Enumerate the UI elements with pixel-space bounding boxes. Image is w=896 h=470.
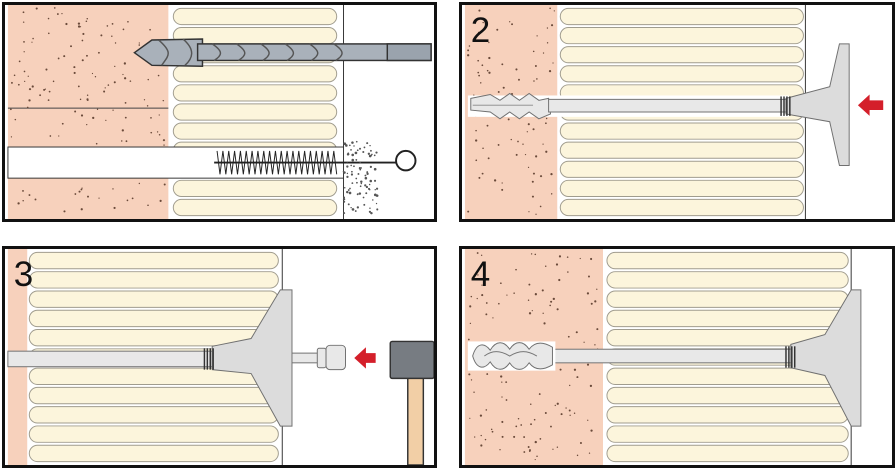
dust-particles bbox=[342, 140, 379, 215]
insulation-anchor-icon bbox=[7, 289, 293, 427]
push-arrow-icon bbox=[857, 94, 884, 116]
push-arrow-icon bbox=[354, 347, 376, 369]
hammer-icon bbox=[389, 340, 434, 465]
panel-step-1 bbox=[2, 2, 437, 222]
panel-step-4: 4 bbox=[459, 246, 895, 468]
insulation-anchor-icon bbox=[551, 289, 862, 427]
panel-step-2: 2 bbox=[459, 2, 895, 222]
masonry-wall bbox=[7, 5, 169, 219]
panel-2-illustration: 2 bbox=[464, 5, 884, 219]
expanded-sleeve-icon bbox=[467, 341, 556, 371]
insulation-anchor-icon bbox=[467, 43, 850, 166]
panel-step-3: 3 bbox=[2, 246, 437, 468]
step-number: 4 bbox=[471, 255, 490, 294]
drill-bit-icon bbox=[133, 38, 432, 68]
panel-1-illustration bbox=[7, 5, 432, 219]
cleaning-brush-icon bbox=[214, 149, 417, 175]
step-number: 3 bbox=[14, 255, 33, 294]
step-number: 2 bbox=[471, 11, 490, 50]
panel-3-illustration: 3 bbox=[7, 249, 434, 465]
panel-4-illustration: 4 bbox=[464, 249, 862, 465]
expansion-pin-icon bbox=[291, 344, 346, 371]
